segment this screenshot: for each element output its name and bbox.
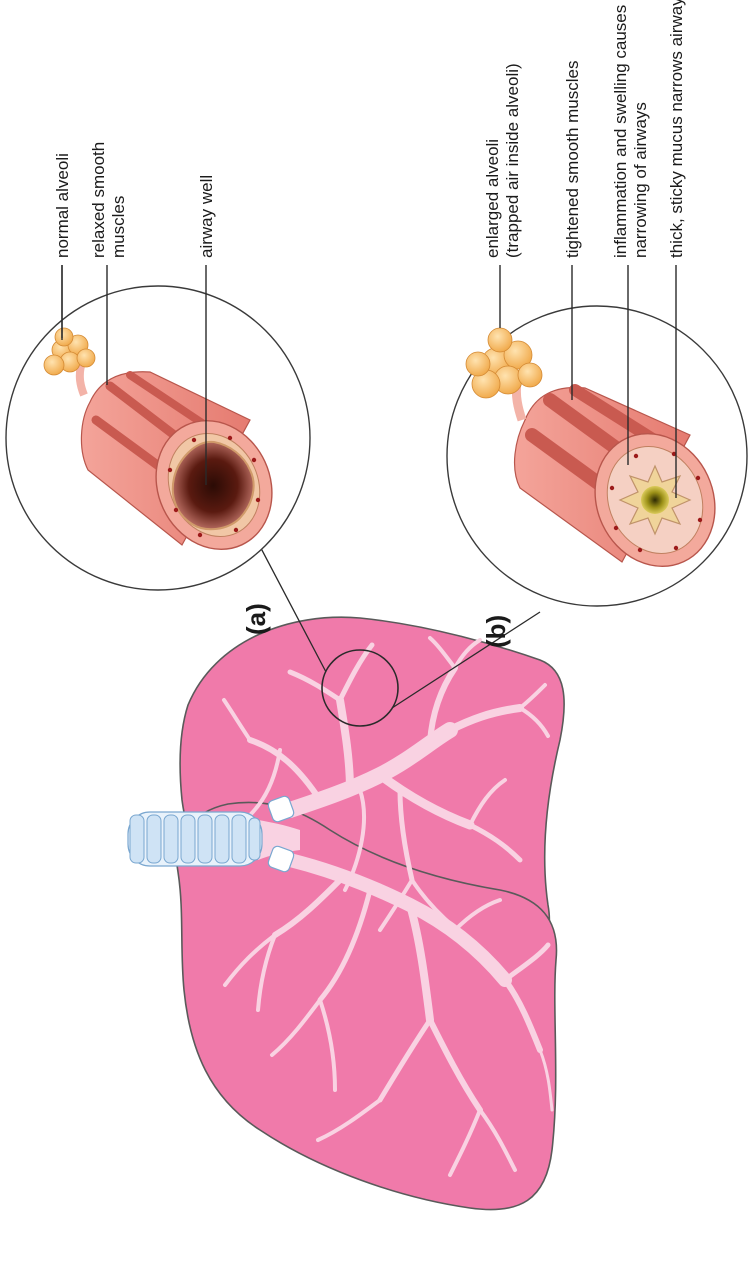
label-relaxed-smooth: relaxed smooth bbox=[89, 142, 108, 258]
label-inflammation: inflammation and swelling causes bbox=[611, 5, 630, 258]
panel-a: (a) normal alveoli relaxed smooth muscle… bbox=[6, 142, 310, 635]
label-narrowing: narrowing of airways bbox=[631, 102, 650, 258]
label-normal-alveoli: normal alveoli bbox=[53, 153, 72, 258]
label-enlarged-alveoli: enlarged alveoli bbox=[483, 139, 502, 258]
label-airway-well: airway well bbox=[197, 175, 216, 258]
label-muscles: muscles bbox=[109, 196, 128, 258]
panel-b-tag: (b) bbox=[481, 615, 511, 648]
lungs bbox=[177, 617, 564, 1209]
panel-a-tag: (a) bbox=[241, 603, 271, 635]
label-tightened-muscles: tightened smooth muscles bbox=[563, 61, 582, 259]
panel-b: (b) enlarged alveoli (trapped air inside… bbox=[447, 0, 747, 648]
label-mucus: thick, sticky mucus narrows airway bbox=[667, 0, 686, 258]
trachea bbox=[128, 812, 262, 866]
label-trapped-air: (trapped air inside alveoli) bbox=[503, 63, 522, 258]
